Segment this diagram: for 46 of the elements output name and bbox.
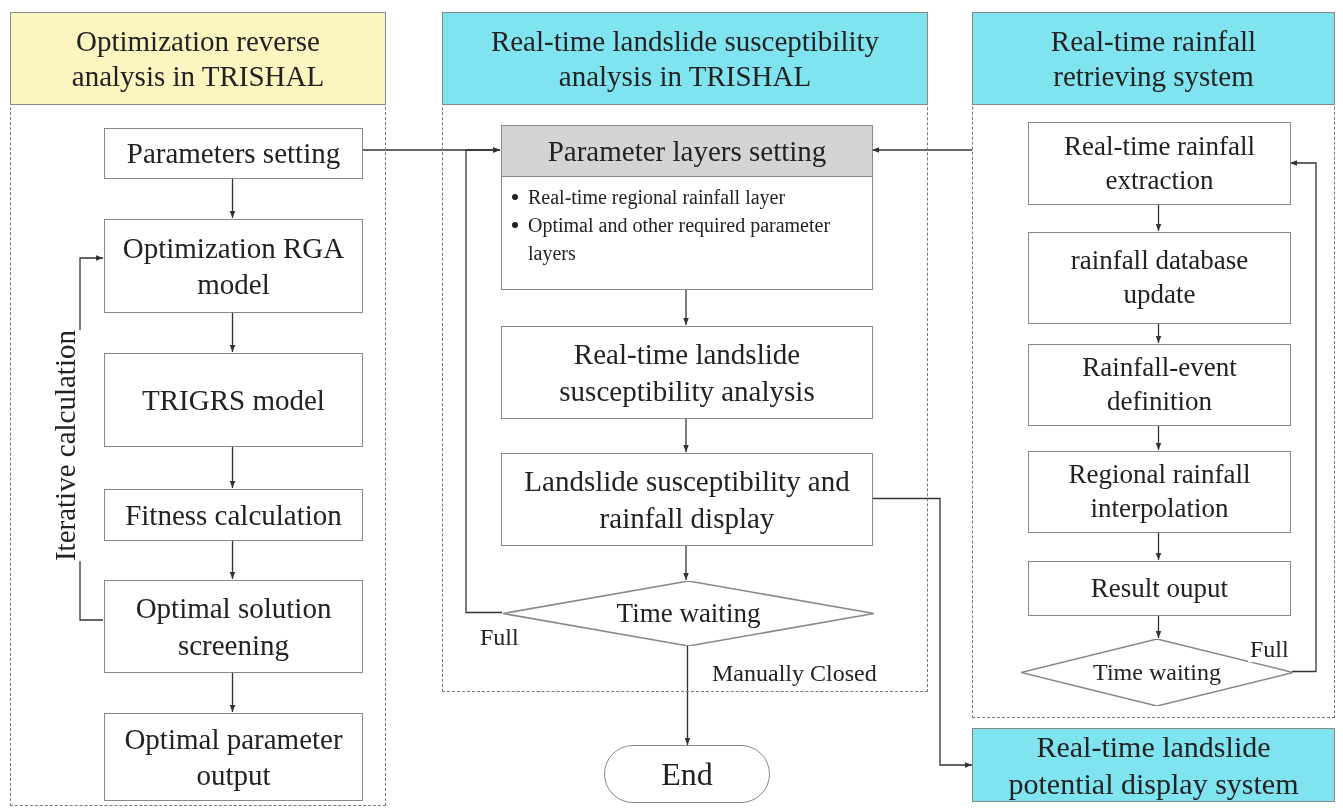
process-box: Rainfall-event definition: [1028, 344, 1291, 426]
process-box: Result ouput: [1028, 561, 1291, 616]
arrow: [1155, 531, 1162, 561]
decision-diamond: [1021, 639, 1293, 706]
arrow: [229, 177, 236, 219]
arrow: [229, 539, 236, 580]
process-box: Real-time rainfall extraction: [1028, 122, 1291, 205]
process-box: [501, 125, 873, 290]
arrow: [683, 417, 689, 453]
process-box: Real-time landslide susceptibility analysis: [501, 326, 873, 419]
arrow: [1155, 614, 1162, 639]
arrow: [229, 671, 236, 713]
arrow: [465, 147, 503, 614]
arrow: [1289, 160, 1317, 673]
system-box: Real-time landslide potential display system: [972, 728, 1335, 802]
bullet-item: Real-time regional rainfall layer: [528, 185, 786, 211]
arrow: [1155, 322, 1162, 344]
process-box: Optimal parameter output: [104, 713, 363, 801]
process-box: TRIGRS model: [104, 353, 363, 447]
group-header: Real-time landslide susceptibility analysis in TRISHAL: [442, 12, 928, 105]
decision-label: Time waiting: [616, 598, 761, 629]
group-frame: [972, 12, 1335, 718]
arrow: [1155, 424, 1162, 451]
group-frame: [442, 12, 928, 692]
decision-label: Time waiting: [1093, 659, 1221, 686]
process-box: Regional rainfall interpolation: [1028, 451, 1291, 533]
arrow: [683, 544, 689, 581]
bullet-item: Optimal and other required parameter layers: [528, 213, 832, 267]
terminator: End: [604, 745, 770, 803]
arrow: [229, 311, 236, 353]
process-box: Optimal solution screening: [104, 580, 363, 673]
box-header: Parameter layers setting: [502, 126, 872, 177]
process-box: Fitness calculation: [104, 489, 363, 541]
arrow: [683, 288, 689, 326]
arrow: [871, 147, 973, 153]
arrow: [684, 644, 691, 746]
arrow: [1155, 203, 1162, 232]
arrow: [871, 497, 973, 768]
group-header: Real-time rainfall retrieving system: [972, 12, 1335, 105]
group-frame: [10, 12, 386, 806]
process-box: Parameters setting: [104, 128, 363, 179]
arrow: [229, 445, 236, 489]
process-box: Landslide susceptibility and rainfall display: [501, 453, 873, 546]
process-box: rainfall database update: [1028, 232, 1291, 324]
process-box: Optimization RGA model: [104, 219, 363, 313]
group-header: Optimization reverse analysis in TRISHAL: [10, 12, 386, 105]
